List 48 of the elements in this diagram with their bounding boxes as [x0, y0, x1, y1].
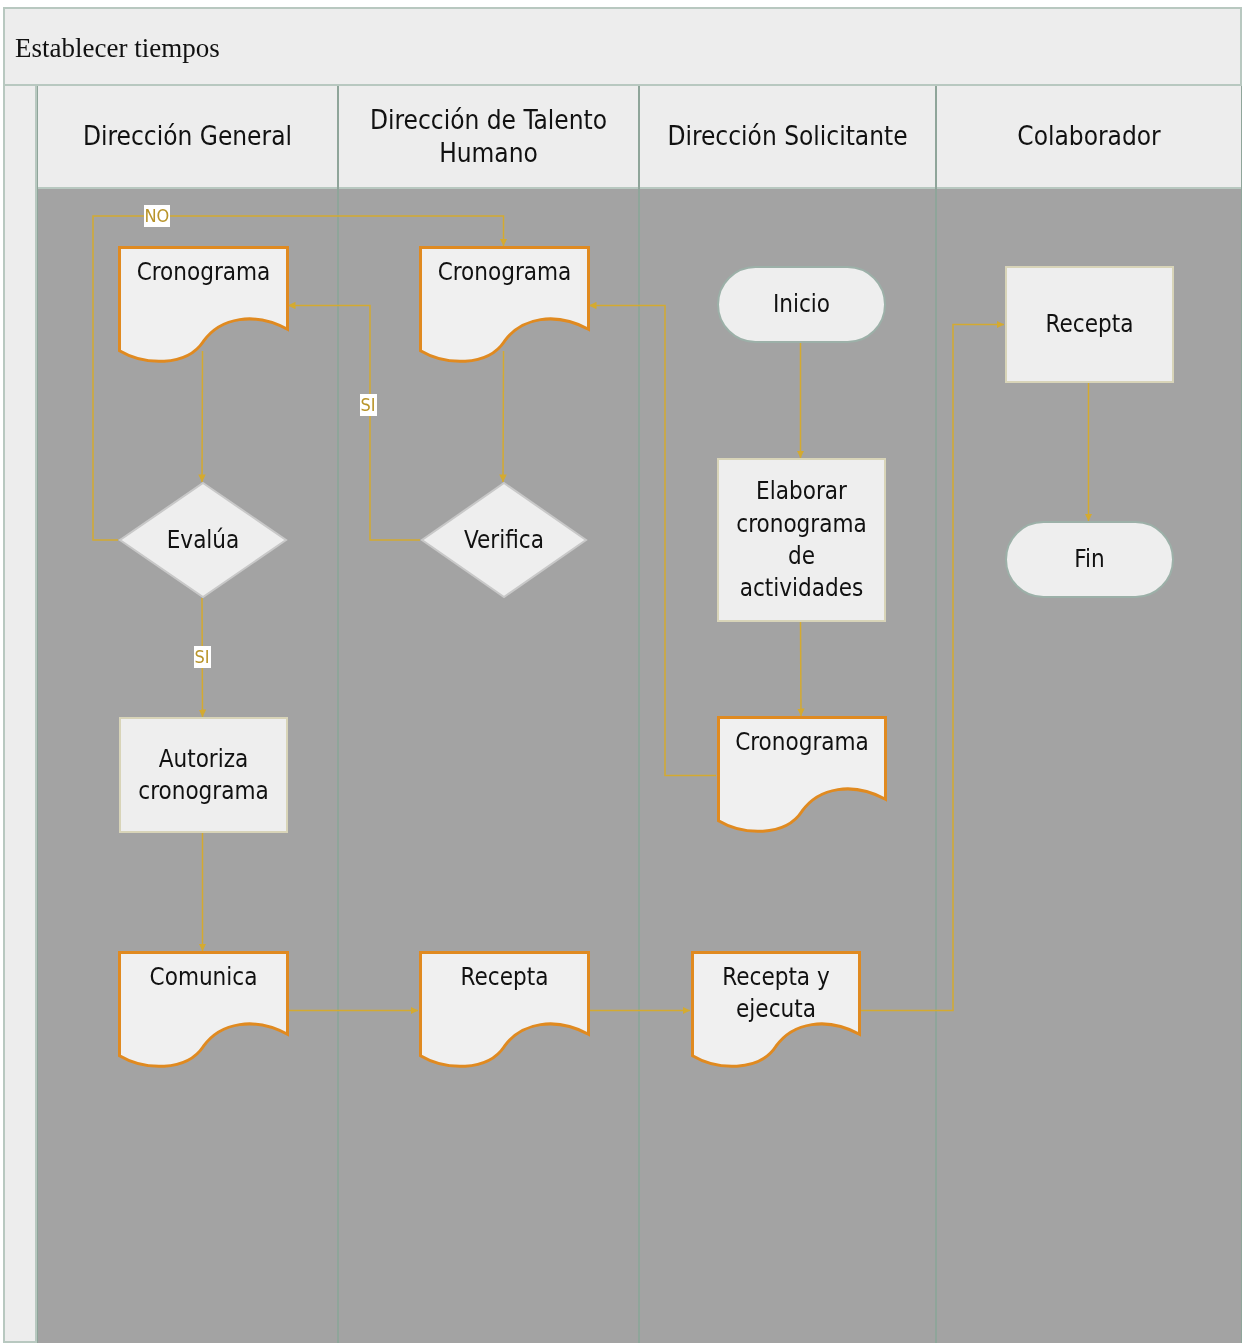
swimlane	[936, 86, 1242, 1343]
document-shape	[419, 951, 590, 1070]
connector-arrow	[198, 597, 207, 718]
connector-arrow	[859, 320, 1005, 1012]
connector-arrow	[287, 1006, 419, 1015]
process-box	[717, 458, 886, 622]
node-label: Elaborar cronograma de actividades	[735, 476, 868, 605]
connector-arrow	[588, 1006, 691, 1015]
node-label: Fin	[1073, 544, 1106, 576]
decision-diamond	[119, 482, 287, 598]
connector-arrow	[588, 301, 717, 777]
lane-title: Dirección Solicitante	[667, 120, 908, 153]
connector-arrow	[499, 350, 507, 483]
swimlane	[37, 86, 338, 1343]
lane-title: Dirección General	[83, 120, 292, 153]
node-label: Cronograma	[734, 727, 870, 758]
process-box	[119, 717, 288, 833]
swimlane	[639, 86, 936, 1343]
lane-title: Dirección de Talento Humano	[369, 104, 608, 169]
pool-margin	[3, 86, 37, 1343]
connector-arrow	[797, 621, 805, 717]
edge-label: NO	[143, 205, 171, 227]
diagram-title: Establecer tiempos	[15, 33, 220, 64]
connector-arrow	[198, 350, 206, 483]
node-label: Inicio	[771, 289, 832, 321]
swimlane	[338, 86, 639, 1343]
decision-diamond	[421, 482, 587, 598]
connector-arrow	[198, 832, 207, 952]
document-shape	[691, 951, 861, 1070]
connector-arrow	[92, 215, 508, 541]
connector-arrow	[1084, 382, 1093, 522]
process-box	[1005, 266, 1174, 383]
document-shape	[118, 246, 289, 365]
connector-arrow	[287, 301, 421, 541]
node-label: Recepta	[1044, 309, 1135, 341]
node-label: Evalúa	[165, 524, 241, 556]
node-label: Comunica	[148, 962, 259, 993]
node-label: Cronograma	[135, 257, 272, 288]
lane-title: Colaborador	[1017, 120, 1161, 153]
document-shape	[118, 951, 289, 1070]
node-label: Verifica	[463, 524, 545, 556]
node-label: Autoriza cronograma	[137, 743, 270, 807]
document-shape	[419, 246, 590, 365]
node-label: Recepta	[459, 962, 550, 993]
node-label: Recepta y ejecuta	[721, 962, 831, 1026]
document-shape	[717, 716, 887, 835]
node-label: Cronograma	[436, 257, 573, 288]
connector-arrow	[796, 342, 805, 459]
